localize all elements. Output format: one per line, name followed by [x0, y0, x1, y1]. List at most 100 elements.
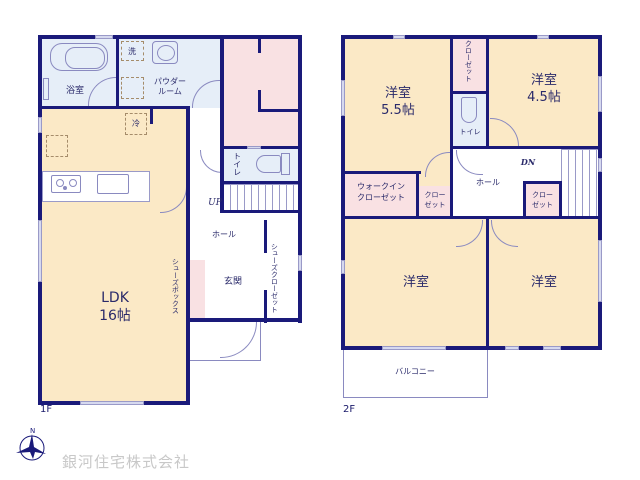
window: [505, 346, 519, 350]
ldk-label: LDK: [101, 290, 129, 306]
window: [598, 76, 602, 112]
window: [80, 401, 144, 405]
western-room-d: [488, 218, 600, 348]
western-room-c-label: 洋室: [402, 275, 429, 290]
wall: [341, 216, 602, 219]
walk-in-closet-label-2: クローゼット: [357, 193, 405, 202]
wash-basin-icon: [152, 41, 178, 64]
walk-in-closet-label-1: ウォークイン: [357, 182, 405, 191]
toilet-1f-label: トイレ: [232, 152, 242, 176]
window: [537, 35, 549, 39]
shoe-box: [188, 260, 205, 320]
closet-right-label-1: クロー: [532, 191, 553, 199]
closet-small-label-1: クロー: [424, 191, 446, 199]
sink-icon: [97, 174, 129, 194]
stairs-1f: [223, 184, 299, 211]
western-room-5-5-size: 5.5帖: [381, 103, 415, 118]
laundry-label: 洗: [128, 47, 136, 56]
floor-2-label: 2F: [343, 404, 356, 415]
wall: [486, 216, 489, 350]
wall: [220, 210, 302, 213]
north-compass-icon: [16, 434, 46, 461]
window: [598, 158, 602, 172]
toilet-tank-1f: [281, 153, 290, 175]
fridge-space: [125, 113, 147, 135]
wall: [186, 106, 190, 405]
bath-label: 浴室: [65, 86, 84, 96]
wall: [559, 181, 562, 219]
window: [247, 146, 261, 149]
wall: [264, 290, 267, 323]
toilet-door-swing: [200, 150, 222, 173]
powder-room-label-1: パウダー: [154, 77, 186, 86]
ldk: [40, 108, 188, 403]
stairs-up-label: UP: [208, 198, 222, 208]
dining-space: [46, 135, 68, 157]
toilet-fixture-2f: [461, 97, 477, 123]
compass-north-label: N: [30, 427, 36, 435]
closet-top: [452, 37, 488, 93]
western-room-4-5-name: 洋室: [530, 73, 557, 88]
toilet-fixture-1f: [256, 155, 281, 173]
wall: [298, 35, 302, 323]
wall: [523, 181, 526, 219]
entrance-label: 玄関: [223, 277, 242, 287]
wall: [186, 318, 302, 322]
wall: [220, 181, 302, 184]
western-room-c: [343, 218, 488, 348]
western-room-5-5-name: 洋室: [384, 86, 411, 101]
wall: [116, 35, 119, 109]
wall: [450, 146, 453, 219]
hall-1f-label: ホール: [212, 230, 236, 239]
wall: [598, 35, 602, 350]
washer-space: [121, 41, 144, 61]
wall: [258, 90, 261, 111]
kitchen-counter: [42, 171, 150, 202]
wall: [341, 346, 602, 350]
western-room-4-5-size: 4.5帖: [527, 90, 561, 105]
wall: [341, 171, 421, 174]
window: [393, 35, 405, 39]
wall: [416, 171, 419, 219]
wall: [523, 181, 562, 184]
shoe-box-label: シューズボックス: [171, 258, 180, 314]
window: [38, 220, 42, 282]
closet-top-label: クローゼット: [464, 40, 473, 82]
company-name: 銀河住宅株式会社: [62, 453, 191, 471]
western-room-d-label: 洋室: [530, 275, 557, 290]
stove-icon: [51, 175, 81, 193]
floor-1-label: 1F: [40, 404, 53, 415]
window: [598, 240, 602, 302]
shoe-closet-label: シューズクローゼット: [270, 243, 279, 313]
wall: [450, 146, 602, 149]
wall: [150, 106, 153, 124]
closet-small-label-2: ゼット: [424, 201, 446, 209]
balcony-label: バルコニー: [395, 367, 435, 376]
wall: [220, 35, 224, 211]
window: [543, 346, 561, 350]
closet-right: [525, 183, 560, 218]
window: [95, 35, 113, 39]
wall: [220, 146, 302, 149]
wall: [258, 109, 302, 112]
closet-small: [418, 186, 452, 218]
bathtub-icon: [50, 43, 108, 71]
door-swing: [456, 150, 483, 175]
window: [341, 80, 345, 116]
wall: [258, 35, 261, 53]
bath-faucet: [43, 78, 49, 100]
wall: [341, 35, 345, 350]
void-area: [222, 37, 300, 148]
ldk-size-label: 16帖: [99, 308, 131, 324]
window: [341, 260, 345, 274]
wall: [450, 91, 489, 94]
closet-right-label-2: ゼット: [532, 201, 553, 209]
toilet-2f-label: トイレ: [459, 128, 481, 136]
wall: [264, 220, 267, 253]
window: [382, 346, 446, 350]
wall: [38, 35, 302, 39]
stairs-down-label: DN: [520, 157, 536, 167]
window: [298, 255, 302, 271]
compass: N: [15, 427, 46, 462]
storage-space: [121, 77, 144, 99]
